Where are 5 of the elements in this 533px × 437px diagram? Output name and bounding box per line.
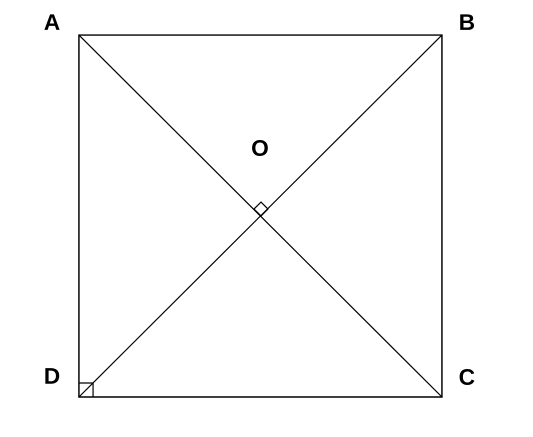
point-label: A — [44, 14, 60, 30]
point-label: C — [460, 368, 474, 386]
point-label: O — [252, 140, 268, 156]
point-label: D — [45, 368, 60, 384]
point-label: B — [460, 14, 474, 30]
